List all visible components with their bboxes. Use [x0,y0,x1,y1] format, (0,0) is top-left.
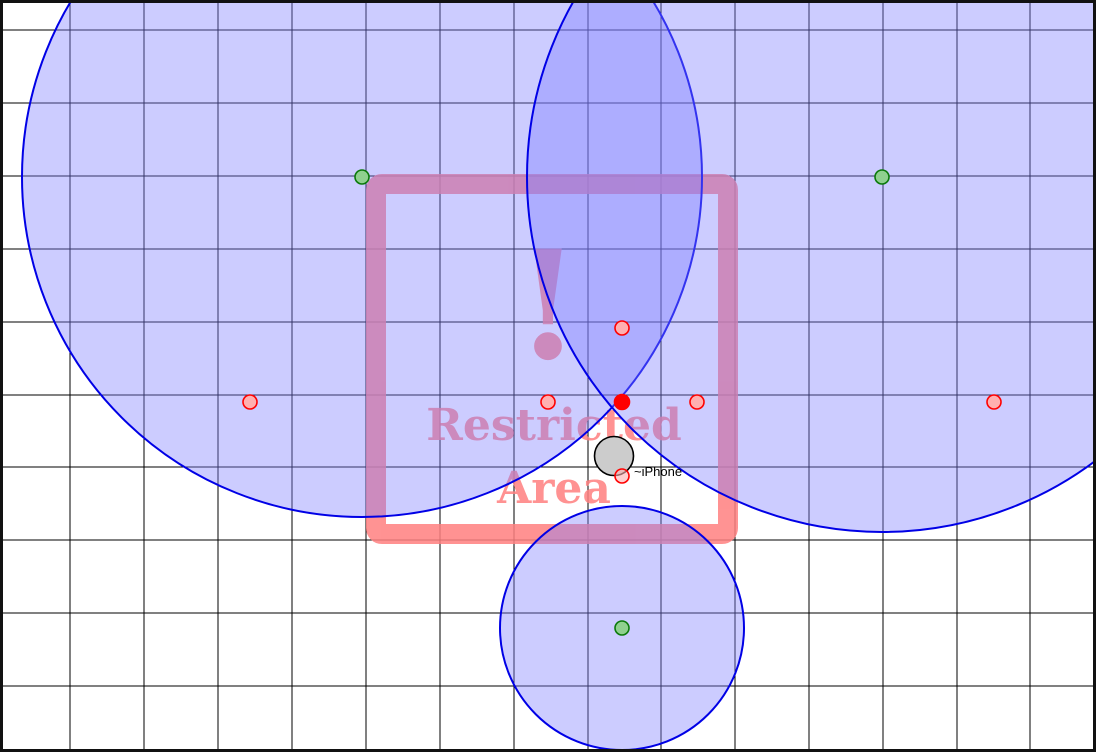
candidate-point[interactable] [540,394,556,410]
range-circle-left [21,0,703,518]
phone-marker-icon[interactable] [593,435,635,477]
candidate-point[interactable] [242,394,258,410]
restricted-area-sign: ! Restricted Area [366,174,738,544]
candidate-point[interactable] [689,394,705,410]
restricted-label: Restricted [426,400,681,451]
candidate-points [242,320,1002,411]
device-label: ~iPhone [634,464,682,479]
candidate-point[interactable] [986,394,1002,410]
area-label: Area [496,463,611,514]
range-circle-right [526,0,1096,533]
anchor-point[interactable] [354,169,370,185]
range-circles [21,0,1096,751]
anchor-points [354,169,890,636]
anchor-point[interactable] [614,620,630,636]
warning-exclamation-icon: ! [515,218,581,394]
candidate-point[interactable] [614,320,630,336]
anchor-point[interactable] [874,169,890,185]
candidate-point-active[interactable] [613,393,631,411]
device-marker[interactable]: ~iPhone [593,435,683,484]
restricted-area-border [366,174,738,544]
candidate-point[interactable] [614,468,630,484]
